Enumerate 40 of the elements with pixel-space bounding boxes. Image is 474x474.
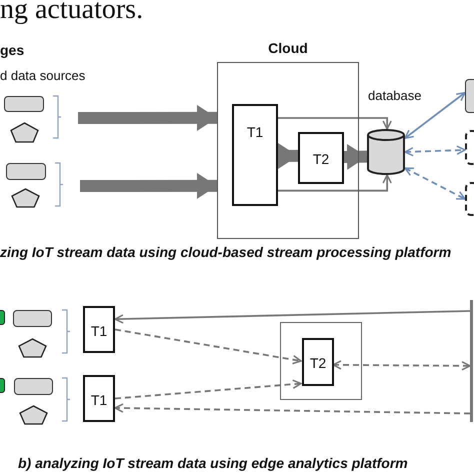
- arrow: [404, 145, 466, 156]
- task-box: [298, 132, 344, 184]
- database-label: database: [368, 88, 422, 103]
- pentagon-shape: [10, 122, 39, 143]
- arrow: [404, 92, 466, 139]
- task-box: [83, 306, 115, 353]
- task-label: T2: [308, 355, 328, 371]
- device-box: [13, 310, 52, 327]
- arrow: [278, 117, 392, 130]
- arrow: [404, 167, 466, 200]
- arrow: [114, 403, 470, 414]
- pentagon-shape: [11, 188, 40, 208]
- pentagon-shape: [18, 338, 47, 358]
- device-box: [6, 163, 46, 180]
- task-box: [83, 375, 115, 422]
- group-subtitle: d data sources: [0, 68, 86, 83]
- arrow: [332, 360, 471, 371]
- group-title: Cloud: [267, 40, 309, 56]
- heading-fragment: ng actuators.: [0, 0, 144, 26]
- arrow: [114, 328, 302, 364]
- pentagon-shape: [19, 405, 48, 425]
- task-label: T1: [90, 322, 108, 338]
- device-box: [4, 96, 44, 112]
- caption: zing IoT stream data using cloud-based stream processing platform: [0, 244, 452, 260]
- arrow: [278, 174, 392, 192]
- task-box: [302, 338, 334, 386]
- caption: b) analyzing IoT stream data using edge analytics platform: [18, 455, 408, 471]
- group-title: ges: [0, 42, 24, 58]
- node-box: [280, 322, 362, 400]
- task-label: T1: [90, 392, 108, 408]
- block-arrow: [278, 143, 298, 170]
- block-arrow: [78, 104, 218, 131]
- block-arrow: [344, 144, 368, 170]
- device-box: [14, 378, 53, 395]
- task-box: [232, 104, 278, 206]
- task-label: T2: [312, 151, 330, 167]
- block-arrow: [80, 172, 217, 199]
- arrow: [114, 310, 470, 324]
- task-label: T1: [246, 124, 264, 140]
- arrow: [114, 379, 302, 400]
